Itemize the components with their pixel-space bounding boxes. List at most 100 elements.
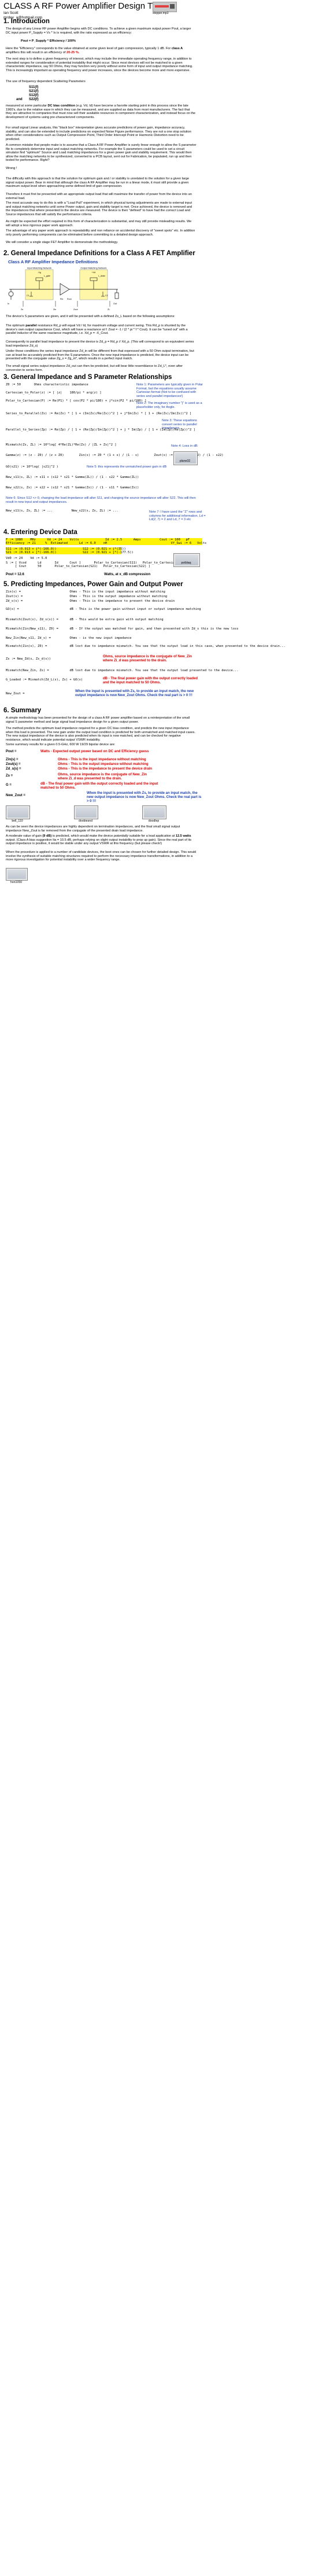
rin-label: Rin xyxy=(60,298,63,300)
figure-title: Class A RF Amplifier Impedance Definitio… xyxy=(8,259,98,264)
summary-paragraph-2: The method predicts the optimum load imp… xyxy=(6,727,195,742)
out-label: Out xyxy=(113,303,117,305)
summary-paragraph-6: When the procedure is applied to a numbe… xyxy=(6,851,197,862)
eq-cartesian-to-polar: Cartesian_to_Polar(z) := [ |z| 180/pi * … xyxy=(6,391,102,395)
plane32-thumbnail[interactable] xyxy=(173,451,198,465)
section-1-heading: 1. Introduction xyxy=(3,18,50,25)
s11-param: S11(f) xyxy=(29,86,39,89)
summary-g-label: G = xyxy=(6,783,12,787)
device-data-row-1[interactable]: F := 1080 MHz Vd := 24 Volts Id := 2.5 A… xyxy=(6,538,190,542)
rout-label: Rout xyxy=(67,298,72,300)
amplifier-schematic: Input Matching Network Output Matching N… xyxy=(6,266,121,311)
note-1: Note 1: Parameters are typically given i… xyxy=(136,383,203,398)
note-7: Note 7: I have used the "Z" rows and col… xyxy=(149,510,206,522)
audio-filename: stepper.mp3 xyxy=(153,12,169,15)
intro-paragraph-6: For small signal Linear analysis, this "… xyxy=(6,126,191,141)
eq-new-s11: New_s11(s, ZL) := s11 + (s12 * s21 * Gam… xyxy=(6,476,139,479)
output-network-label: Output Matching Network xyxy=(80,267,106,270)
predict-mismatch-new: Mismatch(Zin(New_s11), Z0) = dB - If the… xyxy=(6,627,239,631)
summary-pout-label: Pout = xyxy=(6,750,17,753)
section-5-heading: 5. Predicting Impedances, Power Gain and… xyxy=(3,581,183,588)
intro-paragraph-8: The difficulty with this approach is tha… xyxy=(6,177,190,189)
note-6: Note 6: Since S12 <> 0, changing the loa… xyxy=(6,496,196,504)
ldrain-label: L_drain xyxy=(98,275,105,277)
doobie-thumbnail[interactable] xyxy=(74,805,98,819)
s2-paragraph-1: The device's S parameters are given, and… xyxy=(6,315,175,318)
and-label: and xyxy=(16,98,23,101)
lgate-label: L_gate xyxy=(44,275,50,277)
g-loaded-definition: G_Loaded := Mismatch(Zd_L(s), Zs) + GO(s… xyxy=(6,678,83,682)
c2-label: C2 xyxy=(105,295,108,297)
audio-progress-bar xyxy=(155,5,169,8)
summary-pout-value: Watts - Expected output power based on D… xyxy=(40,750,149,753)
eq-mismatch: Mismatch(Zs, ZL) := 10*log[ 4*Re(ZL)*Re(… xyxy=(6,443,117,447)
bell-caption: bell_110 xyxy=(12,819,23,823)
eq-new-s-both: New_s11(s, Zs, ZL) := ... New_s22(s, Zs,… xyxy=(6,509,118,513)
fet-device-icon xyxy=(60,283,70,296)
device-data-row-5: Vd0 := 24 Vd := 5.0 xyxy=(6,557,47,560)
vg-label: -Vg xyxy=(38,271,41,274)
z0-definition: Z0 := 50 Ohms characteristic impedance xyxy=(6,383,88,387)
zin-label: Zin xyxy=(53,308,56,311)
eq-series-to-parallel: Series_to_Parallel(Zs) := Re(Zs) * [ 1 +… xyxy=(6,412,192,415)
s2-paragraph-2: The optimum parallel resistance Rd_p wil… xyxy=(6,324,188,336)
intro-paragraph-2: Here the "Efficiency" corresponds to the… xyxy=(6,47,183,54)
intro-paragraph-10: The most accurate way to do this is with… xyxy=(6,201,192,216)
summary-paragraph-4: As can be seen the device impedances are… xyxy=(6,825,180,833)
predict-zout: Zout(s) = Ohms - This is the output impe… xyxy=(6,595,168,598)
predict-new-zin: New_Zin(New_s11, Zd_s) = Ohms - is the n… xyxy=(6,636,132,640)
play-icon[interactable] xyxy=(170,4,175,9)
device-data-row-7: [ Cout 50 Polar_to_Cartesian(S21) Polar_… xyxy=(6,565,150,568)
new-zout-label: New_Zout = xyxy=(6,692,27,695)
intro-paragraph-4: The use of frequency dependent Scatterin… xyxy=(6,80,86,83)
note-5: Note 5: this represents the unmatched po… xyxy=(87,465,167,469)
doodle-thumbnail[interactable] xyxy=(142,805,166,819)
doodle-caption: doodlep xyxy=(148,819,160,823)
summary-row-zout-label: Zout(s) = xyxy=(6,763,21,766)
author-info: Ian Scott mrdev_a@hotmail.com xyxy=(3,11,42,20)
eq-gain: GO(s21) := 10*log( |s21|^2 ) xyxy=(6,465,58,469)
summary-row-zds-label: Zd_s(s) = xyxy=(6,767,21,771)
intro-paragraph-12: The advantage of any paper work approach… xyxy=(6,229,195,237)
eq-gamma-zin-zout: Gamma(z) := (z - Z0) / (z + Z0) Zin(s) :… xyxy=(6,454,224,457)
summary-paragraph-3: Some summary results for a given 0.5-GHz… xyxy=(6,743,116,746)
intro-paragraph-7: A common mistake that people make is to … xyxy=(6,143,197,163)
bell-thumbnail[interactable] xyxy=(6,805,30,819)
section-6-heading: 6. Summary xyxy=(3,707,42,714)
audio-player[interactable] xyxy=(153,2,177,12)
section-2-heading: 2. General Impedance Definitions for a C… xyxy=(3,250,195,257)
sparam-input-highlight xyxy=(6,547,121,554)
g-loaded-note: dB - The final power gain with the outpu… xyxy=(103,677,198,685)
s2-paragraph-5: The small signal series output impedance… xyxy=(6,365,183,372)
predict-zin: Zin(s) = Ohms - This is the input impeda… xyxy=(6,590,165,594)
zs-label: Zs xyxy=(21,308,23,311)
summary-row-zout-value: Ohms - This is the output impedance with… xyxy=(58,763,149,766)
section-3-heading: 3. General Impedance and S Parameter Rel… xyxy=(3,374,172,381)
potblaq-caption: potblaq xyxy=(181,561,191,565)
s21-param: S21(f) xyxy=(29,90,39,93)
note-3: Note 3: These equations convert series t… xyxy=(162,419,197,430)
potblaq-thumbnail[interactable] xyxy=(173,553,200,567)
device-data-row-6: S := [ Vcod Ld Id Cout ] Polar_to_Cartes… xyxy=(6,561,186,565)
hon-thumbnail[interactable] xyxy=(6,868,28,881)
vd-label: +Vd xyxy=(92,271,96,274)
zs-note: Ohms, source impedance is the conjugate … xyxy=(103,655,192,663)
intro-paragraph-11: As might be expected the effort required… xyxy=(6,220,192,227)
intro-paragraph-5: measured at some particular DC bias cond… xyxy=(6,104,196,119)
section-4-heading: 4. Entering Device Data xyxy=(3,529,77,536)
c1-label: C1 xyxy=(27,295,29,297)
intro-paragraph-1: The design of any Linear RF power Amplif… xyxy=(6,27,191,35)
s2-paragraph-4: Under these conditions the series input … xyxy=(6,349,194,361)
predict-mismatch-out: Mismatch(Zout(s), Zd_s(s)) = dB - This w… xyxy=(6,618,164,621)
predict-zds: Zd_s(s) = Ohms - This is the impedance t… xyxy=(6,599,175,603)
predict-mismatch-in: Mismatch(Zin(s), Z0) = dB lost due to im… xyxy=(6,645,286,648)
device-data-row-3[interactable]: S11 := (0.913 + j*(-166.0)) S12 := (0.02… xyxy=(6,547,126,551)
intro-paragraph-3: The next step is to define a given frequ… xyxy=(6,57,193,72)
new-zout-note: When the input is presented with Zs, to … xyxy=(75,690,194,697)
summary-g-value: dB - The final power gain with the outpu… xyxy=(40,782,158,790)
summary-row-zin-value: Ohms - This is the input impedance witho… xyxy=(58,758,146,761)
hon-caption: hon1050 xyxy=(10,881,23,884)
device-data-row-2[interactable]: Efficiency := 21 % Estimated Ld := 6.0 n… xyxy=(6,542,207,545)
device-data-row-4[interactable]: S21 := (0.913 + j*(-166.0)) S22 := (0.92… xyxy=(6,551,134,554)
